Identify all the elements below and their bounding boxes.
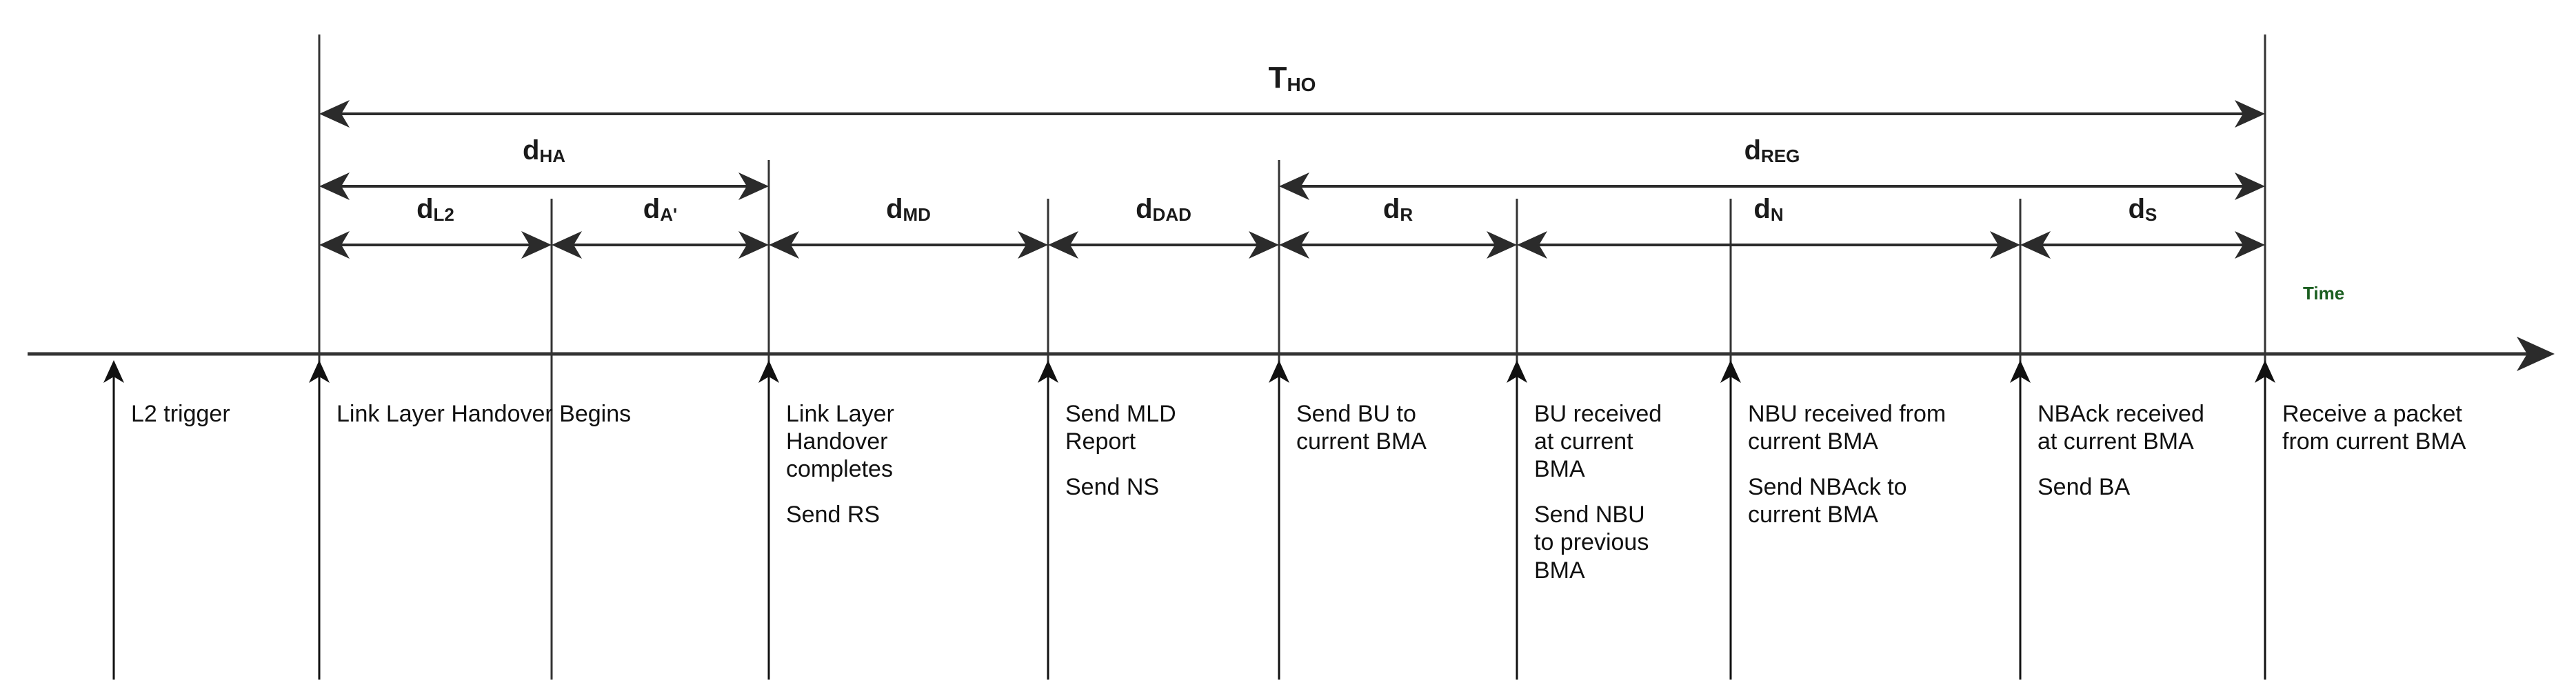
duration-label-dr: dR <box>1383 194 1413 225</box>
duration-subscript-tho: HO <box>1287 74 1316 95</box>
event-text-line: BMA <box>1534 557 1585 584</box>
event-text-line: Handover <box>786 428 888 455</box>
event-label-l2-trigger: L2 trigger <box>131 400 303 428</box>
duration-base-ddad: d <box>1136 194 1153 224</box>
duration-label-tho: THO <box>1269 61 1316 95</box>
event-text-line: Send NBU <box>1534 502 1645 528</box>
duration-subscript-dha: HA <box>539 146 565 166</box>
event-text-line: Report <box>1065 428 1136 455</box>
event-text-line: Send NBAck to <box>1748 474 1907 501</box>
duration-label-ddad: dDAD <box>1136 194 1191 225</box>
duration-base-dreg: d <box>1744 135 1762 166</box>
duration-label-dha: dHA <box>523 135 565 166</box>
event-text-line: BMA <box>1534 456 1585 483</box>
duration-base-tho: T <box>1268 61 1287 95</box>
duration-label-dmd: dMD <box>886 194 931 225</box>
duration-base-da: d <box>643 194 661 224</box>
event-text-line: completes <box>786 456 893 483</box>
duration-subscript-ds: S <box>2145 204 2157 225</box>
event-text-line: current BMA <box>1296 428 1427 455</box>
event-text-line: Send MLD <box>1065 401 1176 427</box>
event-text-line: Send NS <box>1065 474 1160 501</box>
event-text-line: at current BMA <box>2037 428 2194 455</box>
duration-subscript-dreg: REG <box>1761 146 1800 166</box>
event-text-line: from current BMA <box>2282 428 2466 455</box>
duration-base-dha: d <box>523 135 540 166</box>
event-text-line: Send BA <box>2037 474 2131 501</box>
event-text-line: current BMA <box>1748 502 1878 528</box>
duration-base-ds: d <box>2128 194 2146 224</box>
event-text-line: Link Layer Handover Begins <box>336 401 632 427</box>
duration-subscript-dmd: MD <box>903 204 931 225</box>
duration-label-ds: dS <box>2129 194 2157 225</box>
duration-base-dmd: d <box>886 194 903 224</box>
event-text-line: at current <box>1534 428 1633 455</box>
duration-subscript-da: A' <box>660 204 678 225</box>
event-text-line: Link Layer <box>786 401 894 427</box>
duration-subscript-dr: R <box>1400 204 1413 225</box>
duration-base-dr: d <box>1382 194 1400 224</box>
event-text-line: NBU received from <box>1748 401 1946 427</box>
duration-label-da: dA' <box>643 194 677 225</box>
event-label-ll-ho-begins: Link Layer Handover Begins <box>336 400 750 428</box>
time-axis-label: Time <box>2303 283 2345 304</box>
event-text-line: Send BU to <box>1296 401 1416 427</box>
duration-label-dn: dN <box>1753 194 1783 225</box>
event-text-line: L2 trigger <box>131 401 230 427</box>
event-text-line: current BMA <box>1748 428 1878 455</box>
event-text-line: Receive a packet <box>2282 401 2462 427</box>
event-text-line: to previous <box>1534 529 1649 556</box>
duration-subscript-ddad: DAD <box>1152 204 1191 225</box>
event-text-line: NBAck received <box>2037 401 2204 427</box>
event-text-line: BU received <box>1534 401 1662 427</box>
event-text-line: Send RS <box>786 502 881 528</box>
duration-base-dl2: d <box>416 194 434 224</box>
duration-label-dl2: dL2 <box>416 194 454 225</box>
duration-subscript-dn: N <box>1770 204 1784 225</box>
duration-subscript-dl2: L2 <box>433 204 454 225</box>
duration-label-dreg: dREG <box>1744 135 1800 166</box>
duration-base-dn: d <box>1753 194 1771 224</box>
